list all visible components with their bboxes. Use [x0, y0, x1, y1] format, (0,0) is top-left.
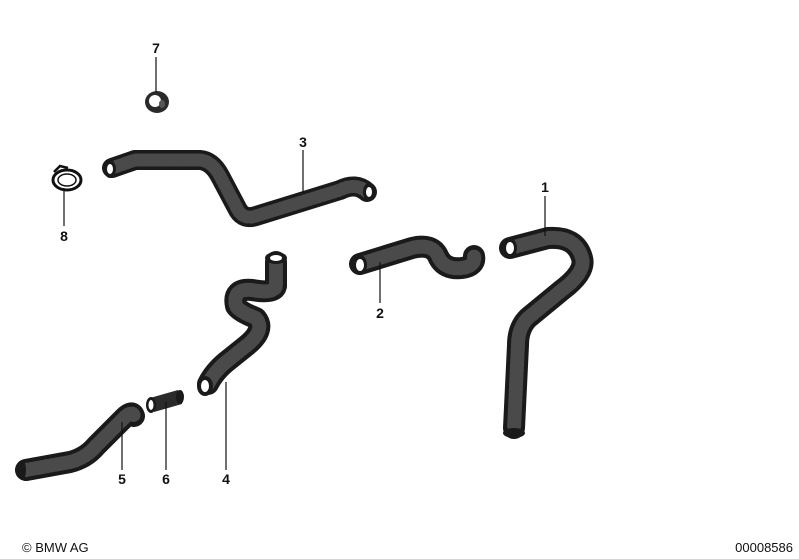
- part-3-hose[interactable]: [102, 150, 377, 228]
- part-1-hose[interactable]: [499, 226, 594, 439]
- callout-6: 6: [162, 471, 170, 487]
- part-8-hose-clamp[interactable]: [51, 164, 83, 192]
- callout-2: 2: [376, 305, 384, 321]
- callout-1: 1: [541, 179, 549, 195]
- part-2-hose[interactable]: [349, 235, 486, 280]
- part-6-connector-sleeve[interactable]: [146, 390, 184, 413]
- part-7-grommet[interactable]: [145, 91, 169, 113]
- part-5-hose[interactable]: [15, 402, 145, 481]
- callout-5: 5: [118, 471, 126, 487]
- leader-lines: [63, 57, 546, 470]
- diagram-id: 00008586: [735, 540, 793, 555]
- callout-3: 3: [299, 134, 307, 150]
- callout-4: 4: [222, 471, 230, 487]
- callout-7: 7: [152, 40, 160, 56]
- part-4-hose[interactable]: [197, 251, 287, 396]
- copyright-notice: © BMW AG: [22, 540, 89, 555]
- callout-8: 8: [60, 228, 68, 244]
